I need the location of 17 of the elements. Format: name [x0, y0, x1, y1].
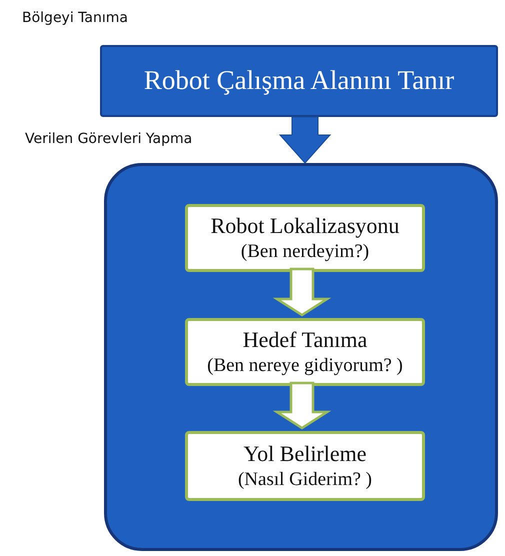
section-heading: Verilen Görevleri Yapma	[25, 131, 192, 147]
block-arrow	[272, 382, 332, 430]
block-arrow	[278, 116, 332, 164]
container-panel	[104, 163, 498, 551]
step-question: (Nasıl Giderim? )	[238, 468, 372, 492]
block-arrow	[272, 268, 332, 316]
step-question: (Ben nereye gidiyorum? )	[207, 354, 403, 378]
step-box	[185, 431, 425, 501]
step-box	[185, 318, 425, 386]
step-title: Yol Belirleme	[243, 440, 367, 468]
title-box	[100, 45, 498, 117]
section-heading: Bölgeyi Tanıma	[22, 10, 128, 26]
step-title: Hedef Tanıma	[242, 326, 368, 354]
step-question: (Ben nerdeyim?)	[240, 240, 370, 264]
step-title: Robot Çalışma Alanını Tanır	[144, 64, 454, 98]
step-box	[185, 204, 425, 272]
step-title: Robot Lokalizasyonu	[210, 212, 400, 240]
